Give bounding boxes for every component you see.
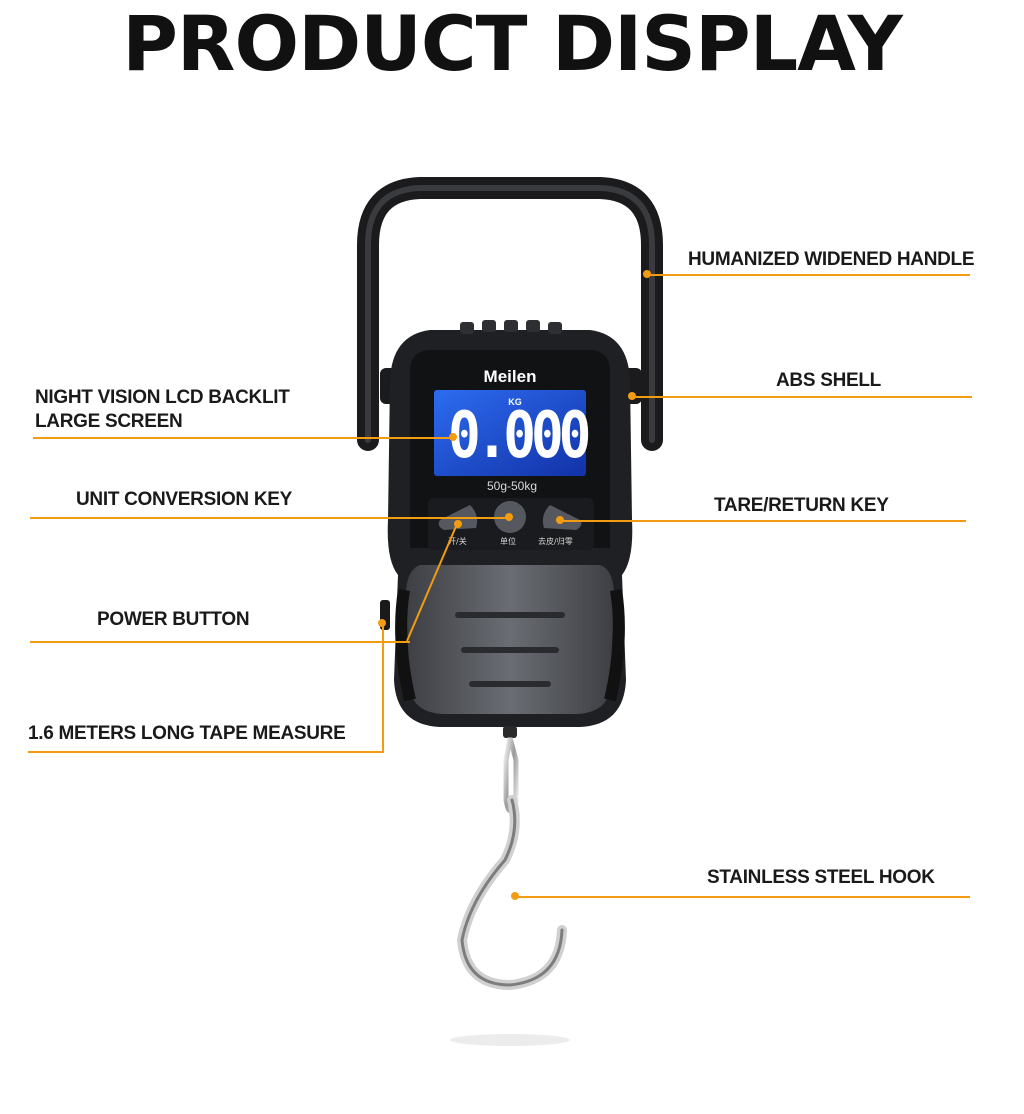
power-key-caption: 开/关 — [448, 537, 467, 546]
label-tare-key: TARE/RETURN KEY — [714, 495, 889, 516]
lcd-screen — [434, 390, 586, 476]
brand-logo: Meilen — [483, 367, 537, 386]
leader-diagonal-power-button — [406, 523, 458, 642]
leader-line-handle — [648, 274, 970, 276]
callout-dot-tape-measure — [378, 619, 386, 627]
label-screen-line1: NIGHT VISION LCD BACKLIT — [35, 387, 290, 408]
lcd-reading: 0.000 — [448, 399, 591, 473]
leader-line-hook — [516, 896, 970, 898]
callout-dot-shell — [628, 392, 636, 400]
lcd-unit: KG — [508, 397, 522, 407]
label-power-button: POWER BUTTON — [97, 609, 250, 630]
tare-key-caption: 去皮/归零 — [538, 537, 573, 546]
leader-line-power-button — [30, 641, 410, 643]
callout-dot-tare-key — [556, 516, 564, 524]
label-shell: ABS SHELL — [776, 370, 881, 391]
callout-dot-unit-key — [505, 513, 513, 521]
capacity-range: 50g-50kg — [486, 479, 538, 493]
page-title: PRODUCT DISPLAY — [122, 0, 903, 88]
leader-line-screen — [33, 437, 453, 439]
leader-line-shell — [632, 396, 972, 398]
label-hook: STAINLESS STEEL HOOK — [707, 867, 935, 888]
callout-dot-handle — [643, 270, 651, 278]
unit-key-caption: 单位 — [500, 537, 516, 546]
callout-dot-hook — [511, 892, 519, 900]
leader-line-tape-measure — [28, 751, 384, 753]
leader-line-tare-key — [560, 520, 966, 522]
label-unit-key: UNIT CONVERSION KEY — [76, 489, 292, 510]
label-screen-line2: LARGE SCREEN — [35, 411, 183, 432]
leader-vertical-tape-measure — [382, 622, 384, 753]
callout-dot-screen — [449, 433, 457, 441]
label-handle: HUMANIZED WIDENED HANDLE — [688, 249, 975, 270]
leader-line-unit-key — [30, 517, 508, 519]
callout-dot-power-button — [454, 520, 462, 528]
label-tape-measure: 1.6 METERS LONG TAPE MEASURE — [28, 723, 346, 744]
